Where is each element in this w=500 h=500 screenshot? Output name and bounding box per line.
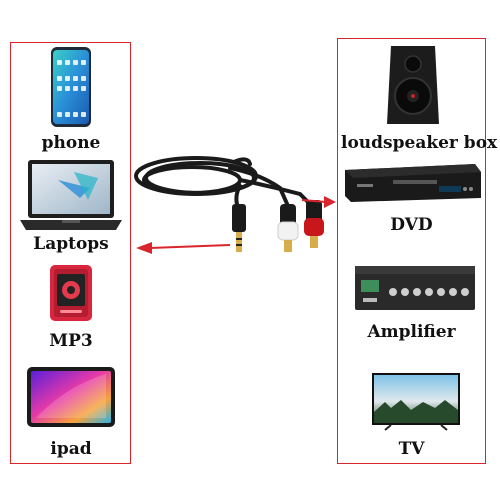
device-label-ipad: ipad	[50, 439, 92, 459]
device-label-mp3: MP3	[49, 331, 93, 351]
tablet-icon	[26, 366, 116, 428]
device-label-phone: phone	[41, 133, 101, 153]
device-label-laptops: Laptops	[33, 234, 109, 254]
loudspeaker-icon	[385, 44, 441, 126]
device-label-dvd: DVD	[390, 215, 433, 235]
device-label-tv: TV	[398, 439, 425, 459]
laptop-icon	[18, 158, 124, 234]
device-label-amplifier: Amplifier	[367, 322, 456, 342]
mp3-player-icon	[49, 264, 93, 322]
device-label-loudspeaker-box: loudspeaker box	[341, 133, 498, 153]
dvd-player-icon	[343, 162, 483, 204]
phone-icon	[50, 46, 92, 128]
amplifier-icon	[353, 262, 477, 312]
cable-illustration	[130, 148, 340, 268]
tv-icon	[371, 372, 461, 434]
output-devices-panel	[337, 38, 486, 464]
source-devices-panel	[10, 42, 131, 464]
